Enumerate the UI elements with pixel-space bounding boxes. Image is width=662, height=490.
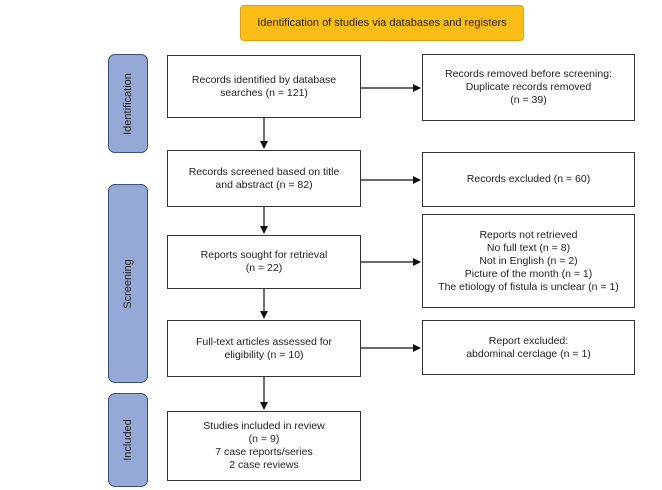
box-fulltext-assessed: Full-text articles assessed for eligibil… bbox=[167, 320, 361, 377]
box-line: Report excluded: bbox=[488, 334, 569, 347]
box-reports-not-retrieved: Reports not retrieved No full text (n = … bbox=[422, 214, 635, 308]
box-line: Duplicate records removed bbox=[465, 81, 592, 93]
box-line: Reports sought for retrieval bbox=[200, 249, 328, 261]
box-line: Full-text articles assessed for bbox=[196, 335, 332, 348]
box-line: Records excluded (n = 60) bbox=[466, 173, 591, 185]
header-banner: Identification of studies via databases … bbox=[240, 5, 524, 41]
box-line: 7 case reports/series bbox=[215, 446, 313, 458]
box-line: Reports not retrieved bbox=[479, 228, 578, 241]
stage-screening: Screening bbox=[108, 184, 148, 383]
box-line: (n = 22) bbox=[245, 262, 283, 274]
stage-identification: Identification bbox=[108, 54, 148, 153]
box-line: Records identified by database bbox=[191, 73, 337, 86]
box-reports-sought: Reports sought for retrieval (n = 22) bbox=[167, 235, 361, 289]
box-line: Records screened based on title bbox=[188, 165, 340, 178]
box-line: and abstract (n = 82) bbox=[215, 178, 313, 191]
box-line: abdominal cerclage (n = 1) bbox=[466, 347, 591, 360]
box-line: 2 case reviews bbox=[229, 459, 299, 471]
box-line: No full text (n = 8) bbox=[486, 241, 571, 254]
box-line: (n = 9) bbox=[248, 433, 280, 445]
box-studies-included: Studies included in review (n = 9) 7 cas… bbox=[167, 411, 361, 481]
box-line: searches (n = 121) bbox=[220, 86, 308, 99]
box-records-screened: Records screened based on title and abst… bbox=[167, 150, 361, 207]
box-records-removed: Records removed before screening: Duplic… bbox=[422, 54, 635, 121]
box-line: Picture of the month (n = 1) bbox=[464, 267, 593, 280]
box-line: Studies included in review bbox=[203, 420, 325, 432]
box-line: Not in English (n = 2) bbox=[479, 254, 578, 267]
box-line: eligibility (n = 10) bbox=[224, 348, 304, 361]
box-line: (n = 39) bbox=[510, 94, 547, 106]
header-title: Identification of studies via databases … bbox=[257, 17, 507, 29]
box-line: The etiology of fistula is unclear (n = … bbox=[438, 280, 619, 293]
stage-included: Included bbox=[108, 393, 148, 487]
box-records-excluded: Records excluded (n = 60) bbox=[422, 152, 635, 207]
box-records-identified: Records identified by database searches … bbox=[167, 55, 361, 118]
box-line: Records removed before screening: bbox=[445, 68, 612, 80]
box-report-excluded: Report excluded: abdominal cerclage (n =… bbox=[422, 320, 635, 375]
